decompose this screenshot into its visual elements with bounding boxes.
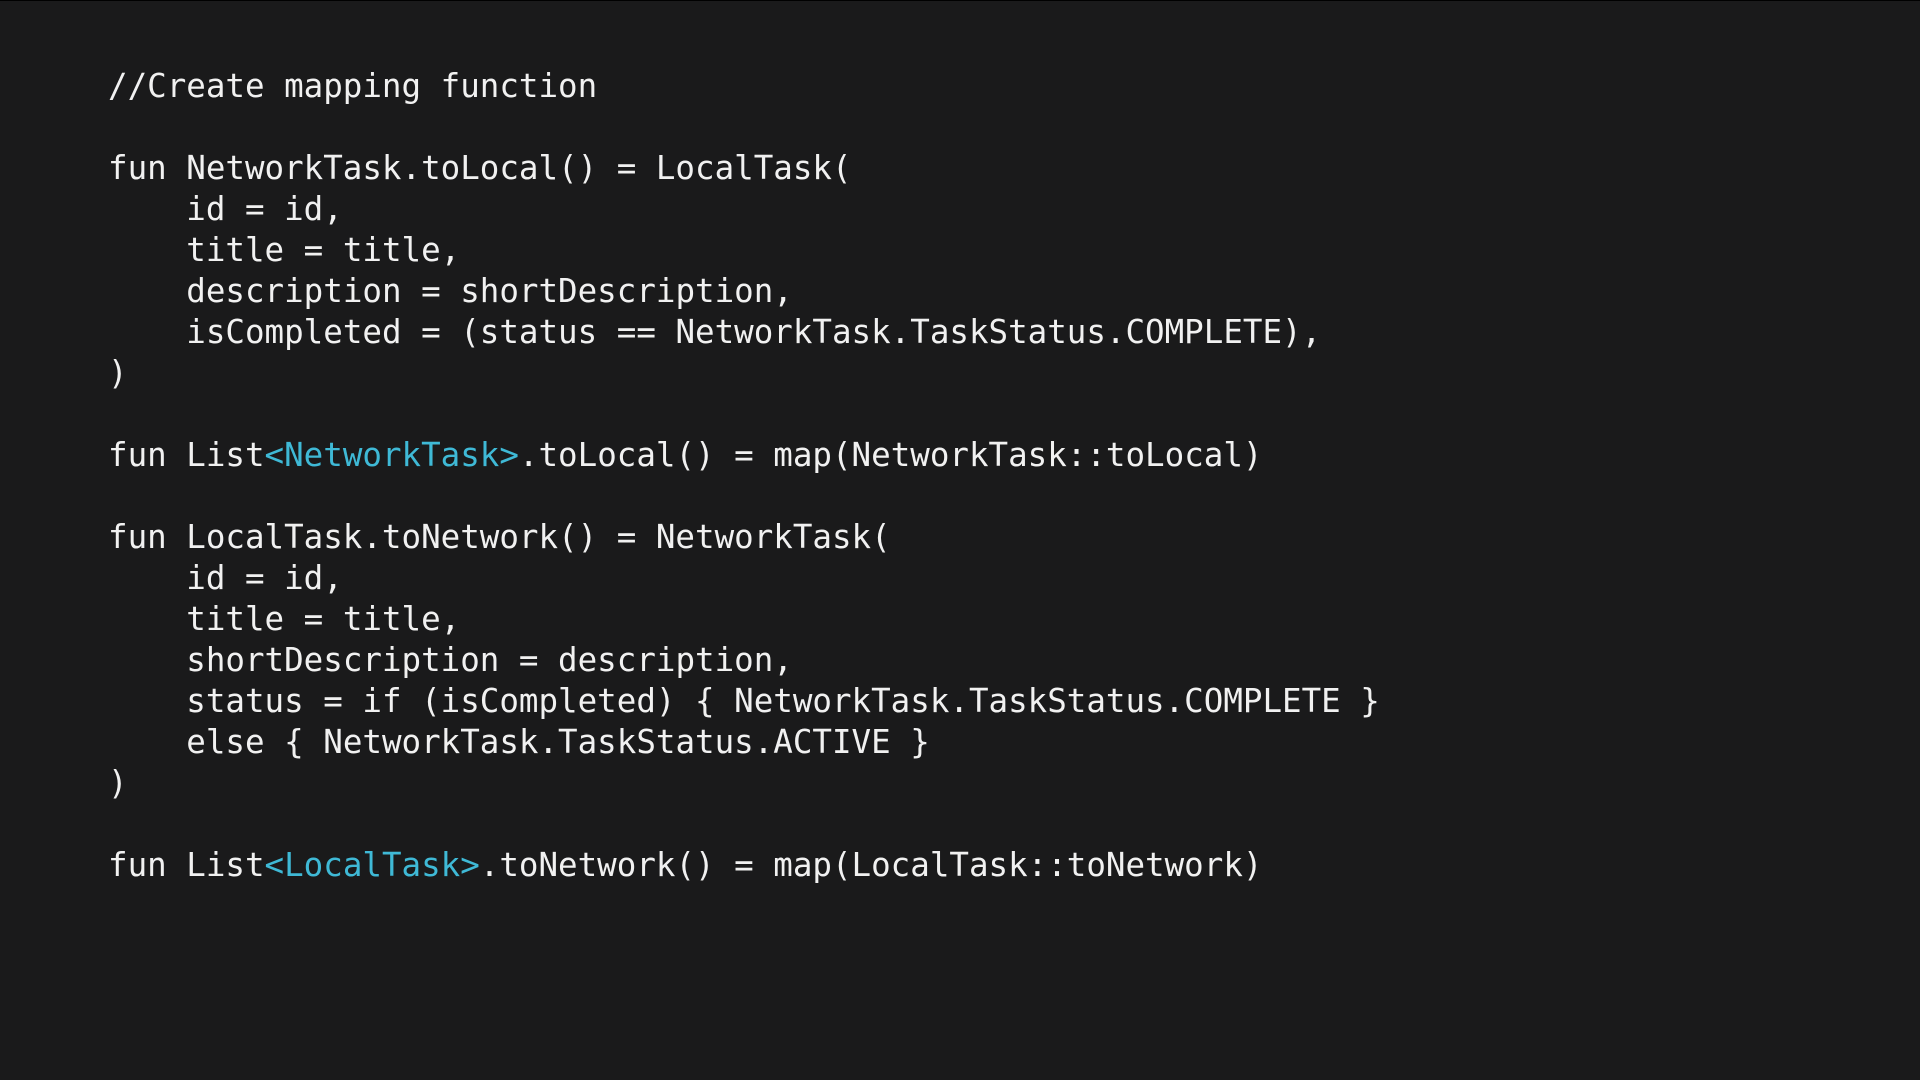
code-token: shortDescription = description,: [186, 641, 793, 679]
code-line: //Create mapping function: [108, 66, 1380, 107]
code-line: status = if (isCompleted) { NetworkTask.…: [108, 681, 1380, 722]
code-token: fun LocalTask.toNetwork() = NetworkTask(: [108, 518, 891, 556]
code-line: ): [108, 763, 1380, 804]
code-indent: [108, 600, 186, 638]
code-line: [108, 107, 1380, 148]
code-line: isCompleted = (status == NetworkTask.Tas…: [108, 312, 1380, 353]
code-line: title = title,: [108, 230, 1380, 271]
code-line: [108, 476, 1380, 517]
code-type-parameter: <NetworkTask>: [264, 436, 519, 474]
code-line: id = id,: [108, 189, 1380, 230]
code-token: isCompleted = (status == NetworkTask.Tas…: [186, 313, 1322, 351]
top-border: [0, 0, 1920, 1]
code-token: .toLocal() = map(NetworkTask::toLocal): [518, 436, 1263, 474]
code-line: fun List<NetworkTask>.toLocal() = map(Ne…: [108, 435, 1380, 476]
code-indent: [108, 313, 186, 351]
code-line: id = id,: [108, 558, 1380, 599]
code-token: fun List: [108, 846, 265, 884]
code-token: fun List: [108, 436, 265, 474]
code-token: description = shortDescription,: [186, 272, 793, 310]
code-token: title = title,: [186, 600, 461, 638]
code-token: id = id,: [186, 559, 343, 597]
code-token: .toNetwork() = map(LocalTask::toNetwork): [479, 846, 1263, 884]
code-line: fun List<LocalTask>.toNetwork() = map(Lo…: [108, 845, 1380, 886]
code-token: status = if (isCompleted) { NetworkTask.…: [186, 682, 1380, 720]
code-indent: [108, 559, 186, 597]
code-block: //Create mapping function fun NetworkTask…: [108, 66, 1380, 886]
code-line: title = title,: [108, 599, 1380, 640]
code-line: shortDescription = description,: [108, 640, 1380, 681]
code-line: [108, 394, 1380, 435]
code-line: [108, 804, 1380, 845]
code-line: ): [108, 353, 1380, 394]
code-line: else { NetworkTask.TaskStatus.ACTIVE }: [108, 722, 1380, 763]
code-indent: [108, 641, 186, 679]
code-token: ): [108, 354, 128, 392]
code-line: description = shortDescription,: [108, 271, 1380, 312]
code-indent: [108, 231, 186, 269]
code-indent: [108, 682, 186, 720]
code-indent: [108, 272, 186, 310]
code-token: title = title,: [186, 231, 461, 269]
code-type-parameter: <LocalTask>: [264, 846, 480, 884]
code-token: fun NetworkTask.toLocal() = LocalTask(: [108, 149, 852, 187]
code-token: ): [108, 764, 128, 802]
code-line: fun LocalTask.toNetwork() = NetworkTask(: [108, 517, 1380, 558]
code-indent: [108, 190, 186, 228]
code-line: fun NetworkTask.toLocal() = LocalTask(: [108, 148, 1380, 189]
code-indent: [108, 723, 186, 761]
code-token: id = id,: [186, 190, 343, 228]
code-token: else { NetworkTask.TaskStatus.ACTIVE }: [186, 723, 930, 761]
code-token: //Create mapping function: [108, 67, 598, 105]
